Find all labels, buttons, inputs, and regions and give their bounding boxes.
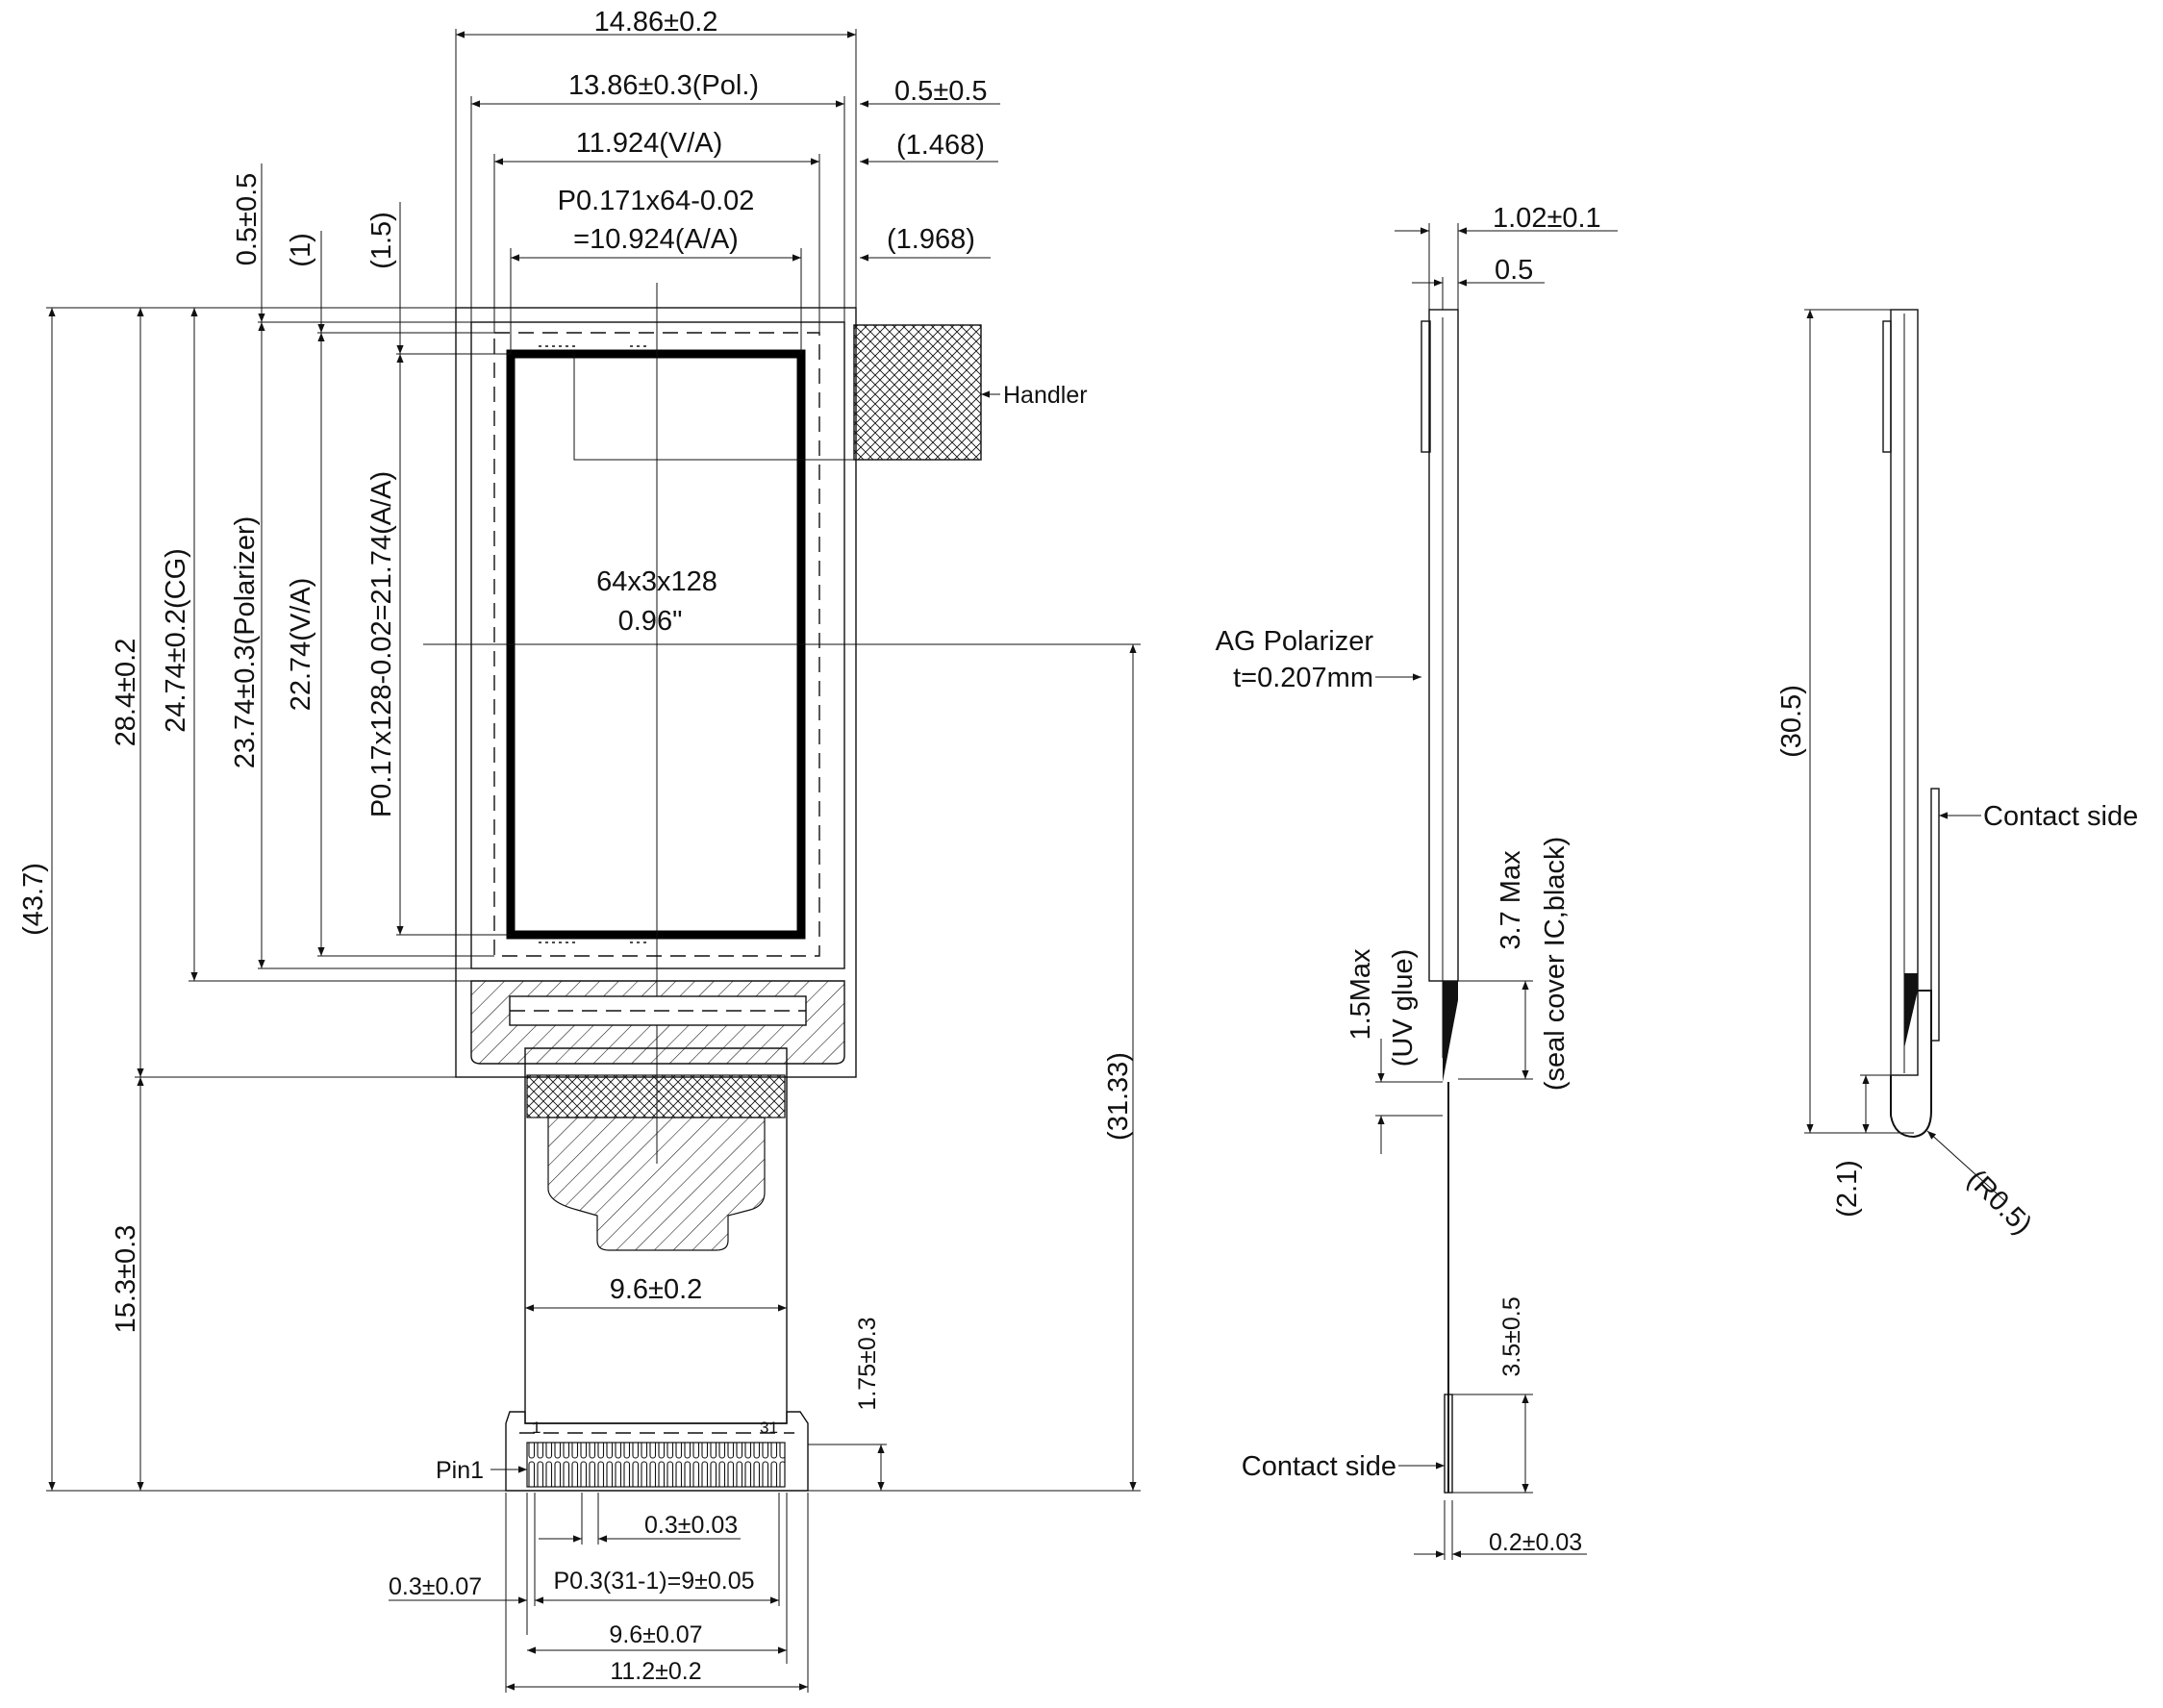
dim-fpc-thickness: 0.2±0.03: [1489, 1529, 1582, 1556]
side-seal-black: [1443, 981, 1458, 1082]
dim-uv-glue-line2: (UV glue): [1388, 949, 1419, 1068]
bent-seal-black: [1904, 973, 1918, 1048]
polarizer-outline: [470, 321, 845, 969]
fpc-dimensions: 9.6±0.2 0.3±0.03 0.3±0.07 P0.3(31-1)=9±0…: [389, 1274, 809, 1693]
bent-fpc: [1890, 990, 1932, 1139]
polarizer-label-line2: t=0.207mm: [1233, 663, 1373, 693]
dim-aa-width-line1: P0.171x64-0.02: [558, 186, 755, 216]
side-view: 1.02±0.1 0.5 AG Polarizer t=0.207mm 1.5M…: [1216, 203, 1618, 1560]
handler-block: [853, 324, 982, 461]
polarizer-label-line1: AG Polarizer: [1216, 626, 1374, 657]
dim-pin-width: 0.3±0.03: [644, 1512, 738, 1539]
dim-top-offset-1: 0.5±0.5: [232, 173, 263, 266]
dim-side-thickness: 1.02±0.1: [1493, 203, 1601, 234]
dim-pol-offset: 0.5±0.5: [894, 76, 988, 107]
dim-bent-gap: (2.1): [1832, 1160, 1863, 1218]
pin1-label: Pin1: [436, 1457, 484, 1484]
diagonal-text: 0.96": [618, 606, 683, 637]
dim-va-width: 11.924(V/A): [576, 128, 723, 159]
dim-ic-cover-line1: 3.7 Max: [1496, 850, 1526, 950]
dim-va-offset: (1.468): [896, 130, 985, 161]
dim-top-offset-2: (1): [286, 233, 316, 266]
pin-first-number: 1: [532, 1419, 541, 1437]
front-view: Handler 64x3x128 0.96" 1 31 Pin1 14.86±0…: [18, 7, 1141, 1693]
fpc-stiffener: [505, 1411, 809, 1492]
dim-top-offset-3: (1.5): [366, 212, 397, 269]
dim-panel-height: 28.4±0.2: [111, 639, 141, 747]
dim-stiffener: 1.75±0.3: [854, 1317, 881, 1410]
side-cover-glass: [1428, 309, 1459, 982]
dim-stiffener-width: 11.2±0.2: [610, 1658, 701, 1685]
bent-polarizer: [1882, 320, 1892, 453]
side-contact-label: Contact side: [1242, 1451, 1396, 1482]
dim-fpc-width: 9.6±0.2: [610, 1274, 703, 1305]
left-dimensions: (43.7) 28.4±0.2 15.3±0.3 24.74±0.2(CG) 2…: [18, 163, 511, 1492]
bent-cover-glass: [1890, 309, 1919, 1076]
dim-aa-width-line2: =10.924(A/A): [573, 224, 739, 255]
side-polarizer: [1421, 320, 1431, 453]
handler-label: Handler: [1003, 382, 1088, 409]
dim-aa-height: P0.17x128-0.02=21.74(A/A): [366, 471, 397, 817]
dim-tail-width: 9.6±0.07: [609, 1621, 702, 1648]
dim-side-glass: 0.5: [1495, 255, 1533, 286]
dim-uv-glue-line1: 1.5Max: [1346, 948, 1376, 1041]
dim-pin-pitch: P0.3(31-1)=9±0.05: [554, 1568, 755, 1595]
dim-side-stiffener: 3.5±0.5: [1498, 1296, 1525, 1376]
fpc-crosshatch: [526, 1074, 786, 1118]
dim-cg-height: 24.74±0.2(CG): [161, 548, 191, 733]
top-dimensions: 14.86±0.2 13.86±0.3(Pol.) 0.5±0.5 11.924…: [455, 7, 1000, 354]
handler-leader-line: [573, 354, 854, 461]
dim-cg-width: 14.86±0.2: [594, 7, 718, 38]
fpc-pin-row: [526, 1442, 786, 1488]
dim-pol-width: 13.86±0.3(Pol.): [568, 70, 759, 101]
dim-fpc-length: 15.3±0.3: [111, 1225, 141, 1334]
pin-last-number: 31: [760, 1419, 778, 1437]
bent-view: (30.5) Contact side (2.1) (R0.5): [1776, 309, 2138, 1241]
bent-stiffener: [1930, 788, 1940, 1042]
aa-tick-marks: [539, 345, 649, 943]
dim-center-to-end: (31.33): [1103, 1052, 1134, 1141]
dim-overall-height: (43.7): [18, 863, 49, 936]
dim-bent-radius: (R0.5): [1961, 1164, 2038, 1241]
fpc-hatched-tab: [547, 1117, 766, 1251]
bent-contact-label: Contact side: [1983, 801, 2138, 832]
dim-bent-height: (30.5): [1776, 685, 1807, 758]
dim-ic-cover-line2: (seal cover IC,black): [1540, 837, 1571, 1091]
cover-glass-outline: [455, 307, 857, 1078]
dim-pin-edge: 0.3±0.07: [389, 1573, 482, 1600]
side-stiffener: [1444, 1394, 1453, 1494]
dim-aa-offset: (1.968): [887, 224, 975, 255]
dim-va-height: 22.74(V/A): [286, 578, 316, 712]
right-dimensions: (31.33) 1.75±0.3: [808, 643, 1141, 1492]
dim-pol-height: 23.74±0.3(Polarizer): [230, 516, 261, 769]
